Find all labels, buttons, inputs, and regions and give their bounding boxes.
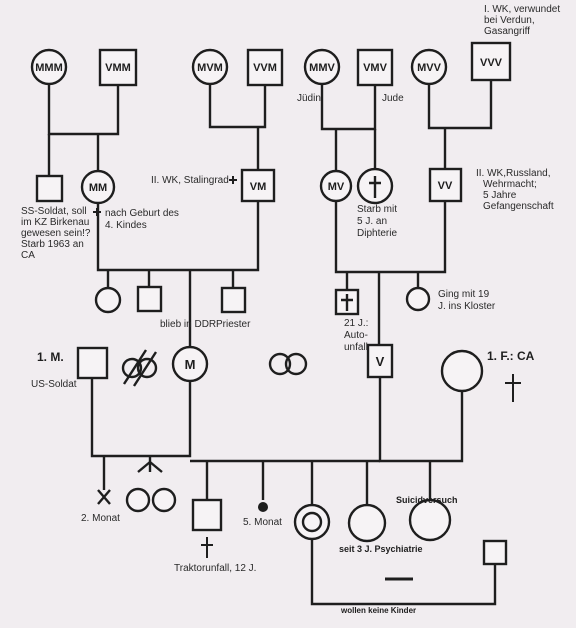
note-vmv: Jude [382, 93, 404, 104]
symbol-mm-child-ddr[interactable] [136, 285, 163, 313]
label-first-husband: 1. M. [37, 350, 64, 364]
cross-icon [369, 176, 381, 198]
symbol-monastery[interactable] [405, 286, 431, 312]
great-grandparents: MMM VMM MVM VVM MMV VMV MVV VVV [30, 41, 512, 87]
symbol-tractor-accident[interactable] [191, 498, 223, 532]
note-ss-soldier: SS-Soldat, soll im KZ Birkenau gewesen s… [21, 206, 93, 261]
symbol-vvm[interactable] [246, 48, 284, 87]
label-vmv: VMV [363, 62, 388, 74]
note-monastery: Ging mit 19 J. ins Kloster [438, 289, 496, 312]
symbol-psychiatry[interactable] [347, 503, 387, 543]
symbol-twin-2[interactable] [151, 487, 177, 513]
death-cross-icon [229, 176, 237, 184]
symbol-twin-1[interactable] [125, 487, 151, 513]
gen2-connections [96, 201, 447, 348]
note-suicide: Suicidversuch [396, 495, 458, 505]
label-mmv: MMV [309, 62, 335, 74]
cross-icon [505, 374, 521, 402]
note-psychiatry: seit 3 J. Psychiatrie [339, 544, 423, 554]
symbol-first-wife[interactable] [440, 349, 484, 393]
label-mv: MV [328, 181, 345, 193]
note-fifth-month: 5. Monat [243, 517, 282, 528]
note-second-month: 2. Monat [81, 513, 120, 524]
symbol-partner[interactable] [482, 539, 508, 566]
gen1-connections [47, 80, 493, 176]
note-vmv-child: Starb mit 5 J. an Diphterie [357, 204, 400, 239]
label-vmm: VMM [105, 62, 131, 74]
label-mvm: MVM [197, 62, 223, 74]
label-v: V [376, 354, 385, 369]
cross-icon [201, 537, 213, 558]
note-us-soldier: US-Soldat [31, 379, 77, 390]
symbol-vmm[interactable] [98, 48, 138, 87]
note-no-children: wollen keine Kinder [340, 606, 416, 615]
children-generation [97, 487, 508, 566]
note-tractor: Traktorunfall, 12 J. [174, 563, 256, 574]
symbol-mm-child-1[interactable] [94, 286, 122, 314]
symbol-suicide-attempt[interactable] [408, 498, 452, 542]
symbol-vvv[interactable] [470, 41, 512, 82]
note-vm-war: II. WK, Stalingrad [151, 175, 229, 186]
label-vm: VM [250, 181, 267, 193]
index-person-marker [301, 511, 323, 533]
label-mmm: MMM [35, 62, 63, 74]
divorce-icon [121, 349, 158, 387]
label-first-wife: 1. F.: CA [487, 349, 535, 363]
grandparents: MM VM MV VV [35, 167, 463, 205]
symbol-fifth-month[interactable] [258, 502, 268, 512]
label-vvv: VVV [480, 57, 503, 69]
label-m: M [185, 357, 196, 372]
note-vv-war: II. WK,Russland, Wehrmacht; 5 Jahre Gefa… [476, 168, 554, 212]
symbol-v[interactable] [366, 343, 394, 379]
note-ddr: blieb in DDR [160, 319, 216, 330]
note-priest: Priester [216, 319, 251, 330]
cross-icon [341, 294, 353, 311]
miscarriage-icon [97, 489, 111, 505]
note-vvv: I. WK, verwundet bei Verdun, Gasangriff [484, 4, 563, 37]
note-mmv: Jüdin [297, 93, 321, 104]
symbol-priest[interactable] [220, 286, 247, 314]
marriage-rings-icon [268, 352, 308, 376]
label-mm: MM [89, 182, 107, 194]
label-vv: VV [438, 180, 453, 192]
gen3-connections [90, 377, 464, 506]
note-mm-death: nach Geburt des 4. Kindes [105, 208, 182, 231]
label-mvv: MVV [417, 62, 442, 74]
parents-generation: M V [76, 285, 521, 402]
symbol-first-husband[interactable] [76, 346, 109, 380]
note-car-accident: 21 J.: Auto- unfall [344, 318, 371, 353]
gen4-notes: 2. Monat 5. Monat Traktorunfall, 12 J. s… [81, 495, 458, 615]
partner-connection [310, 539, 497, 606]
label-vvm: VVM [253, 62, 277, 74]
gen3-notes: blieb in DDR Priester 21 J.: Auto- unfal… [31, 289, 535, 390]
upper-notes: I. WK, verwundet bei Verdun, Gasangriff … [21, 4, 563, 261]
symbol-ss-soldier[interactable] [35, 174, 64, 203]
symbol-vv[interactable] [428, 167, 463, 203]
